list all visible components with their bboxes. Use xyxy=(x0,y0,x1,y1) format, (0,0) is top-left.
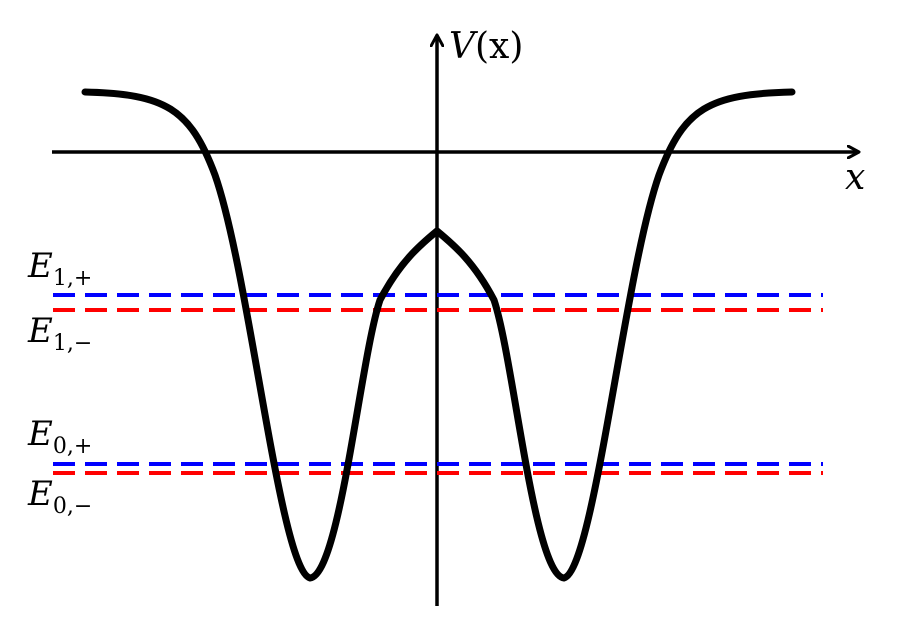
level-subscript: 0,− xyxy=(53,494,92,519)
level-symbol: E xyxy=(27,414,53,454)
y-axis-label: V(x) xyxy=(449,26,523,67)
x-axis-label: x xyxy=(845,157,865,198)
level-subscript: 0,+ xyxy=(53,434,92,459)
level-subscript: 1,− xyxy=(53,331,92,356)
level-label-e0-plus: E0,+ xyxy=(27,414,92,459)
y-axis-label-base: V xyxy=(449,26,479,67)
level-symbol: E xyxy=(27,246,53,286)
level-label-e0-minus: E0,− xyxy=(27,474,92,519)
potential-curve xyxy=(81,88,796,582)
level-subscript: 1,+ xyxy=(53,266,92,291)
level-label-e1-plus: E1,+ xyxy=(27,246,92,291)
level-label-e1-minus: E1,− xyxy=(27,311,92,356)
level-symbol: E xyxy=(27,474,53,514)
y-axis-label-arg: (x) xyxy=(475,26,523,67)
level-symbol: E xyxy=(27,311,53,351)
